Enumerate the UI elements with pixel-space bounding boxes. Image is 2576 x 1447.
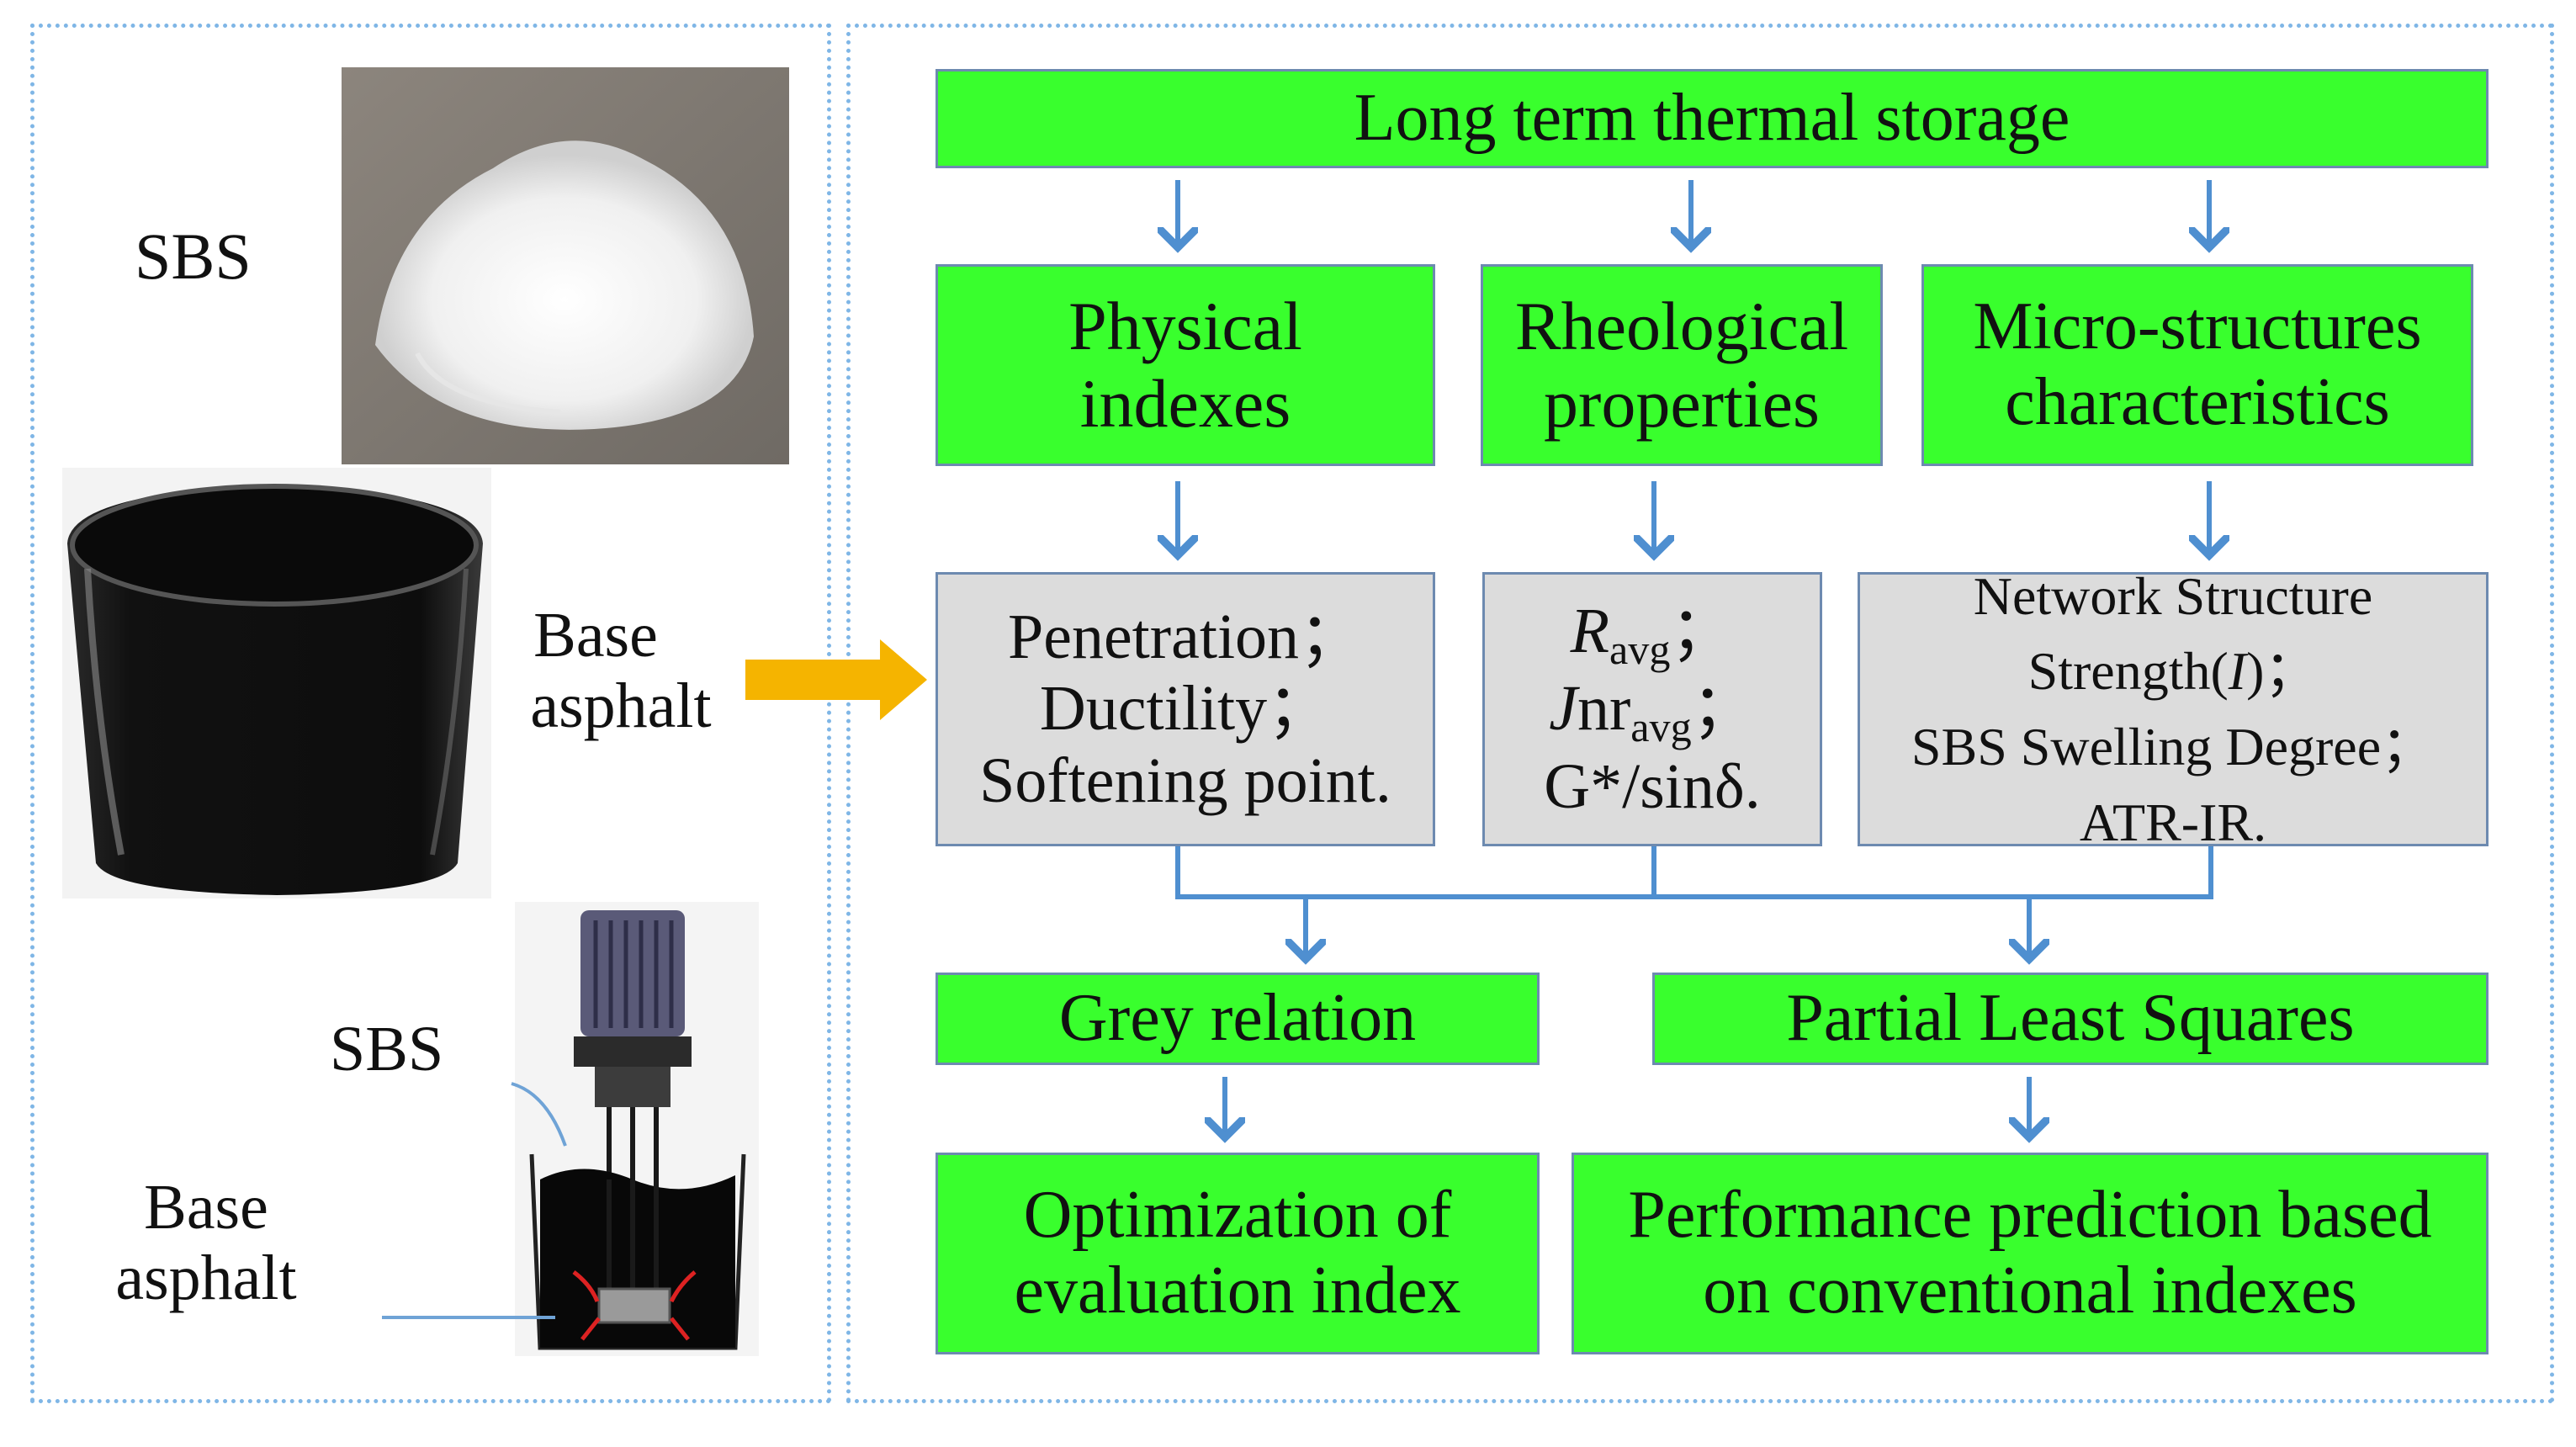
sbs-label: SBS bbox=[135, 220, 252, 293]
atr-ir-text: ATR-IR. bbox=[2079, 792, 2267, 852]
jnravg-main-italic: J bbox=[1549, 673, 1577, 745]
ravg-end: ； bbox=[1670, 596, 1735, 667]
physical-indexes-line1: Physical bbox=[1068, 288, 1302, 365]
jnravg-main: nr bbox=[1577, 673, 1631, 745]
strength-i: I bbox=[2228, 641, 2247, 702]
detail-connector bbox=[1175, 846, 2213, 899]
mixer-sbs-label: SBS bbox=[330, 1014, 444, 1084]
ravg-sub: avg bbox=[1609, 626, 1671, 674]
jnravg-sub: avg bbox=[1630, 703, 1692, 751]
optimization-line2: evaluation index bbox=[1014, 1254, 1461, 1328]
right-panel bbox=[846, 24, 2554, 1403]
g-sin-delta-text: G*/sinδ. bbox=[1544, 750, 1761, 822]
physical-indexes-detail-box: Penetration； Ductility； Softening point. bbox=[936, 572, 1435, 846]
grey-relation-text: Grey relation bbox=[1058, 981, 1417, 1056]
performance-line1: Performance prediction based bbox=[1628, 1178, 2432, 1253]
micro-structures-line2: characteristics bbox=[2005, 365, 2390, 439]
left-panel bbox=[30, 24, 831, 1403]
strength-prefix: Strength( bbox=[2027, 641, 2229, 702]
sbs-swelling-text: SBS Swelling Degree； bbox=[1911, 717, 2436, 777]
long-term-thermal-storage-box: Long term thermal storage bbox=[936, 69, 2489, 168]
base-asphalt-line1: Base bbox=[533, 600, 658, 670]
mixer-diagram-image bbox=[515, 902, 759, 1356]
ravg-main: R bbox=[1570, 596, 1609, 667]
mixer-base-line1: Base bbox=[144, 1172, 268, 1243]
sbs-pellets-image bbox=[342, 67, 789, 464]
rheological-line1: Rheological bbox=[1514, 288, 1849, 365]
grey-relation-box: Grey relation bbox=[936, 973, 1540, 1065]
mixer-base-line2: asphalt bbox=[115, 1242, 297, 1313]
base-asphalt-line2: asphalt bbox=[530, 670, 712, 741]
sbs-leader-line bbox=[511, 1082, 567, 1147]
physical-indexes-line2: indexes bbox=[1079, 365, 1291, 442]
performance-line2: on conventional indexes bbox=[1703, 1254, 2357, 1328]
ductility-text: Ductility； bbox=[1039, 673, 1332, 745]
partial-least-squares-text: Partial Least Squares bbox=[1786, 981, 2355, 1056]
softening-point-text: Softening point. bbox=[979, 745, 1391, 816]
base-asphalt-label: Base asphalt bbox=[505, 600, 720, 741]
micro-structures-line1: Micro-structures bbox=[1973, 289, 2422, 364]
strength-text: Strength(I)； bbox=[1911, 633, 2435, 709]
micro-structures-detail-box: Network Structure Strength(I)； SBS Swell… bbox=[1858, 566, 2489, 852]
jnravg-end: ； bbox=[1691, 673, 1756, 745]
optimization-line1: Optimization of bbox=[1023, 1178, 1452, 1253]
penetration-text: Penetration； bbox=[1007, 602, 1364, 673]
partial-least-squares-box: Partial Least Squares bbox=[1652, 973, 2489, 1065]
orange-arrow bbox=[745, 639, 927, 720]
rheological-line2: properties bbox=[1544, 365, 1820, 442]
mixer-base-asphalt-label: Base asphalt bbox=[93, 1172, 320, 1313]
rheological-detail-box: Ravg； Jnravg； G*/sinδ. bbox=[1482, 572, 1822, 846]
strength-suffix: )； bbox=[2246, 641, 2319, 702]
jnravg-text: Jnravg； bbox=[1544, 673, 1761, 750]
network-structure-text: Network Structure bbox=[1973, 565, 2373, 626]
base-asphalt-beaker-image bbox=[62, 468, 491, 898]
long-term-thermal-storage-text: Long term thermal storage bbox=[1354, 81, 2070, 156]
ravg-text: Ravg； bbox=[1544, 596, 1761, 673]
